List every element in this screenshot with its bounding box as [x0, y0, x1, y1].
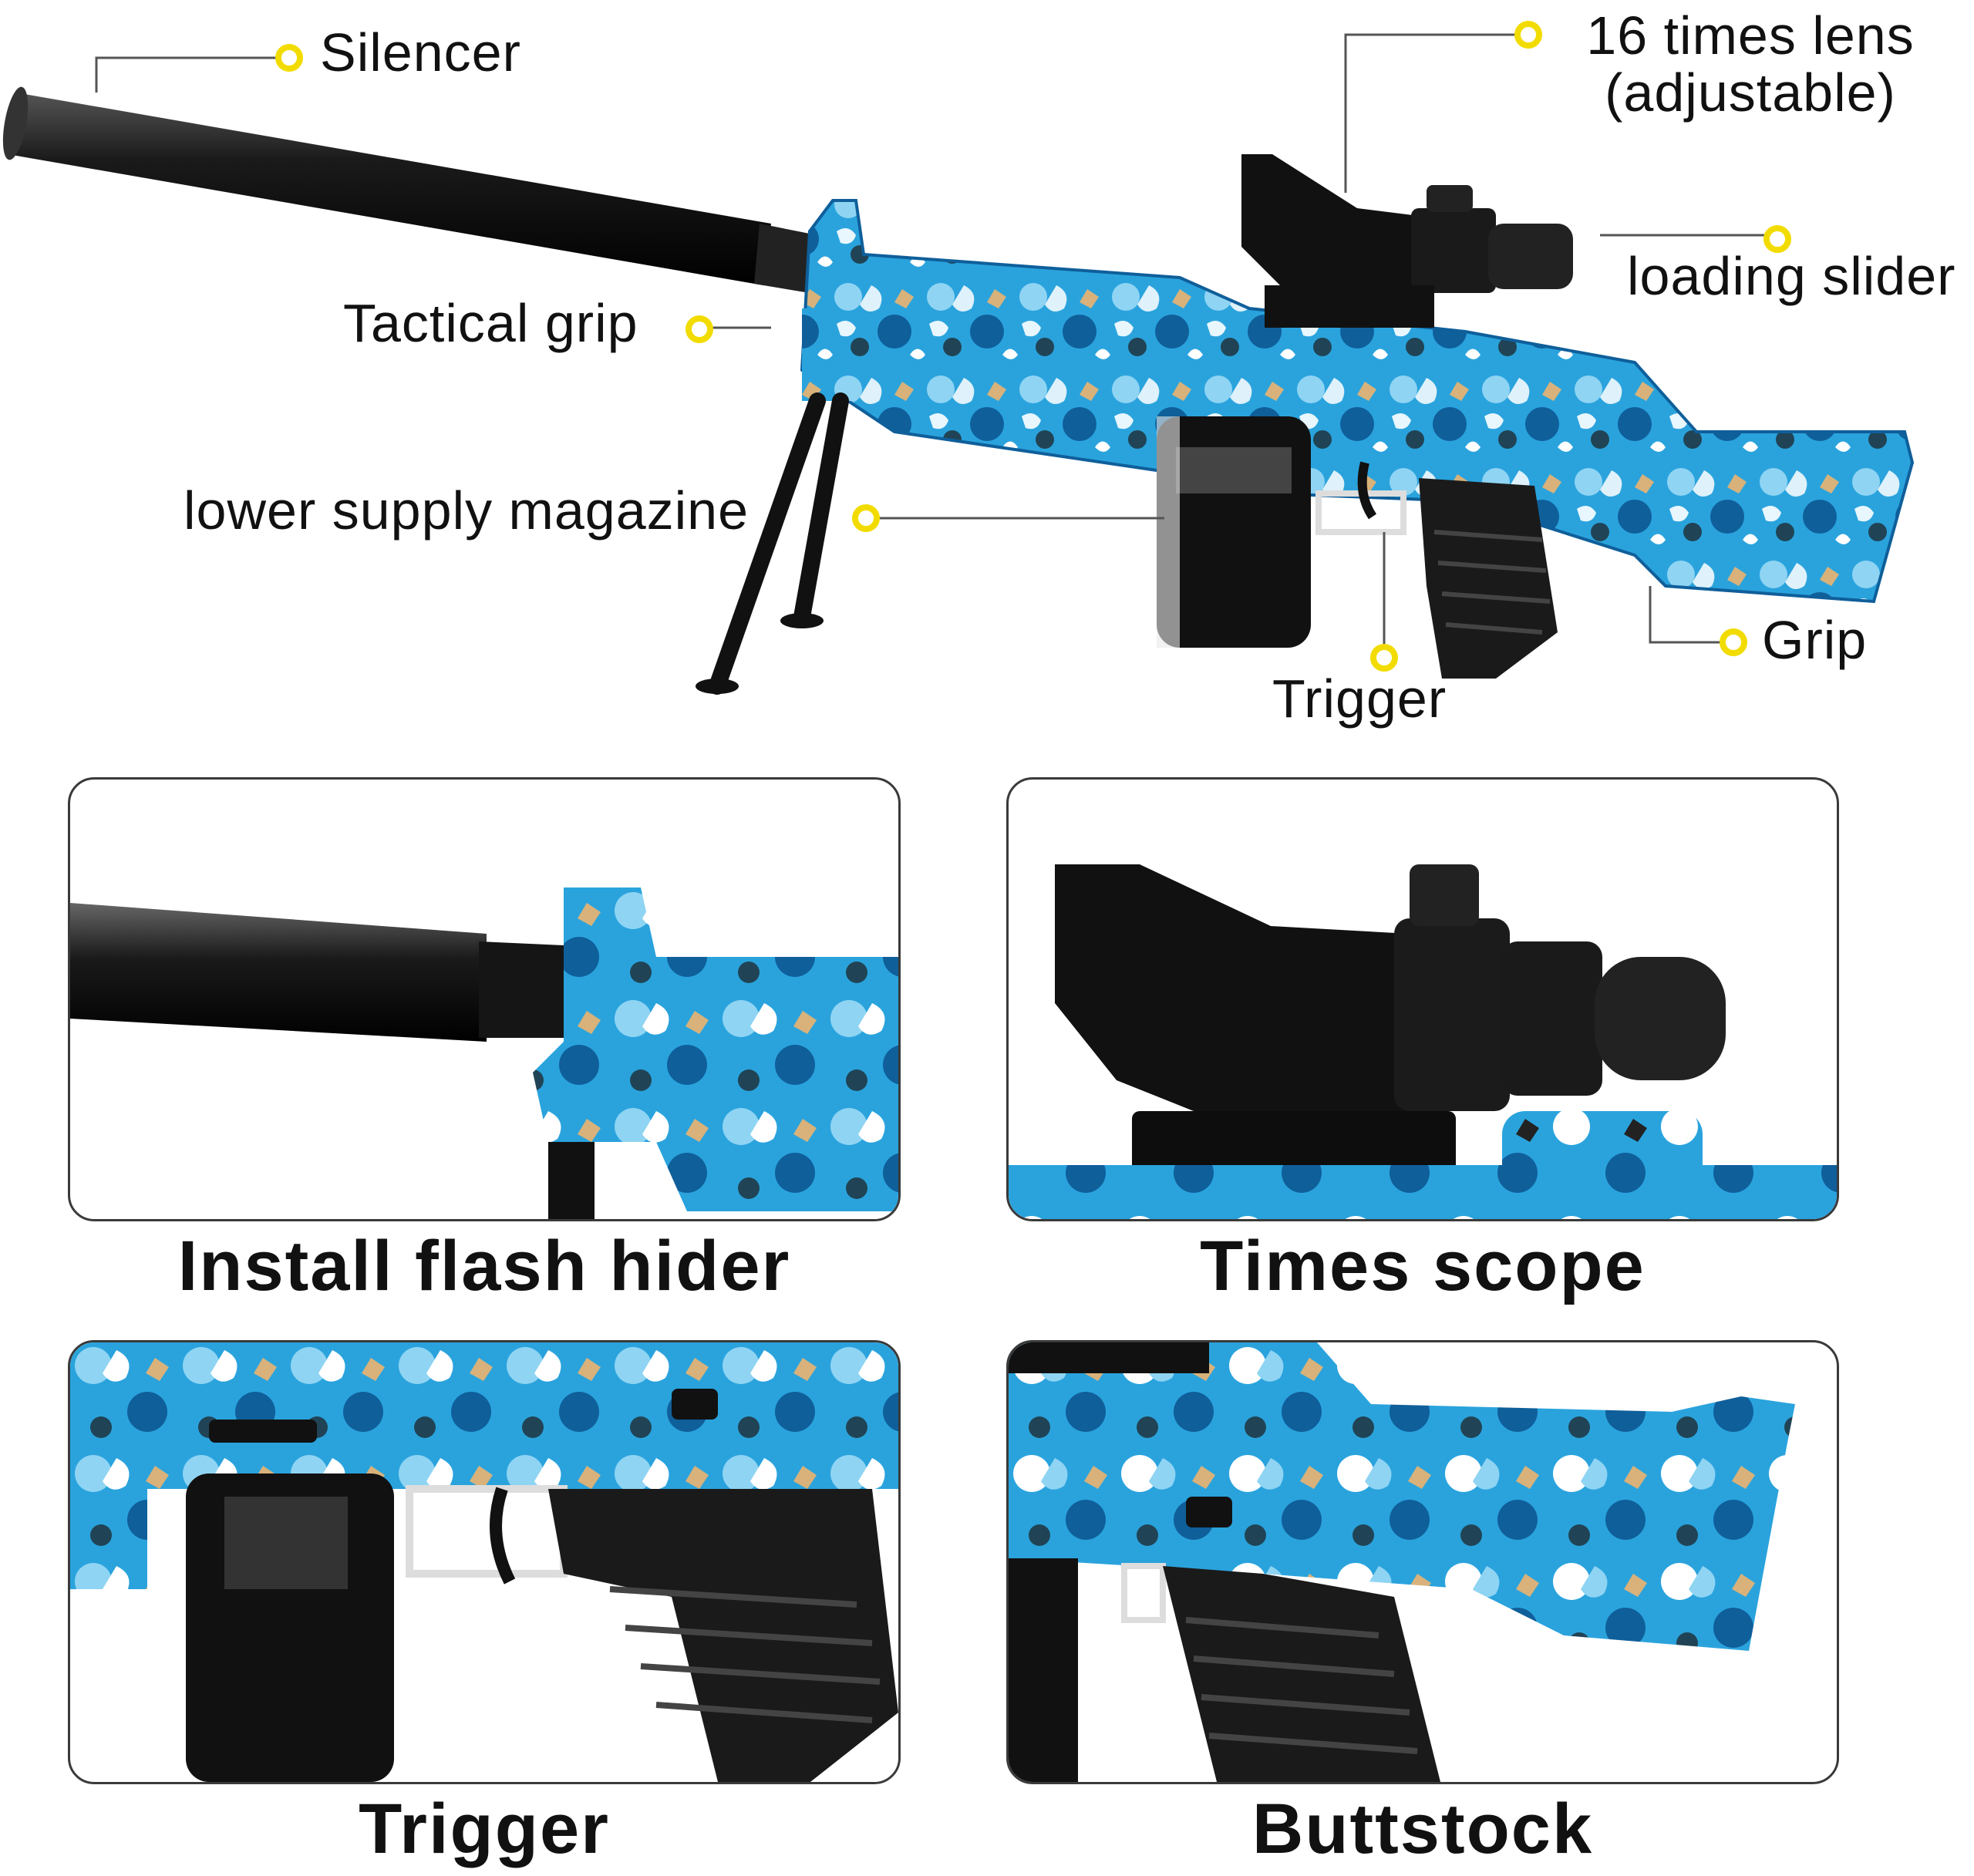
silencer-part [2, 86, 817, 293]
callout-lens-line2: (adjustable) [1605, 62, 1896, 123]
flash-hider-illustration [70, 887, 898, 1219]
trigger-illustration [70, 1342, 898, 1782]
panel-scope [1006, 777, 1839, 1221]
callout-dot [686, 315, 713, 343]
scope-illustration [1009, 864, 1837, 1219]
pistol-grip-part [1419, 478, 1558, 679]
callout-silencer: Silencer [320, 22, 521, 83]
callout-loading-slider: loading slider [1627, 246, 1956, 306]
trigger-part [1315, 461, 1406, 535]
buttstock-illustration [1009, 1342, 1795, 1782]
panel-buttstock [1006, 1340, 1839, 1784]
scope-part [1241, 154, 1573, 328]
callout-tactical-grip: Tactical grip [343, 293, 638, 353]
callout-dot [852, 504, 880, 532]
caption-buttstock: Buttstock [1251, 1790, 1594, 1868]
panel-trigger [68, 1340, 901, 1784]
callout-lower-supply-magazine: lower supply magazine [184, 480, 750, 541]
rifle-diagram [2, 21, 1915, 695]
panel-flash-hider [68, 777, 901, 1221]
callout-dot [1720, 628, 1747, 656]
caption-flash-hider: Install flash hider [177, 1227, 791, 1305]
caption-scope: Times scope [1200, 1227, 1646, 1305]
callout-lens: 16 times lens (adjustable) [1558, 5, 1943, 123]
callout-trigger: Trigger [1272, 669, 1447, 729]
callout-lens-line1: 16 times lens [1586, 5, 1915, 66]
callout-dot [1763, 225, 1791, 253]
caption-trigger: Trigger [359, 1790, 610, 1868]
callout-grip: Grip [1762, 610, 1868, 670]
callout-dot [1514, 21, 1542, 49]
callout-dots [275, 21, 1791, 672]
bipod-part [696, 392, 849, 695]
callout-dot [1370, 644, 1398, 672]
callout-lines [95, 33, 1766, 655]
magazine-part [1157, 416, 1311, 648]
callout-dot [275, 44, 303, 72]
